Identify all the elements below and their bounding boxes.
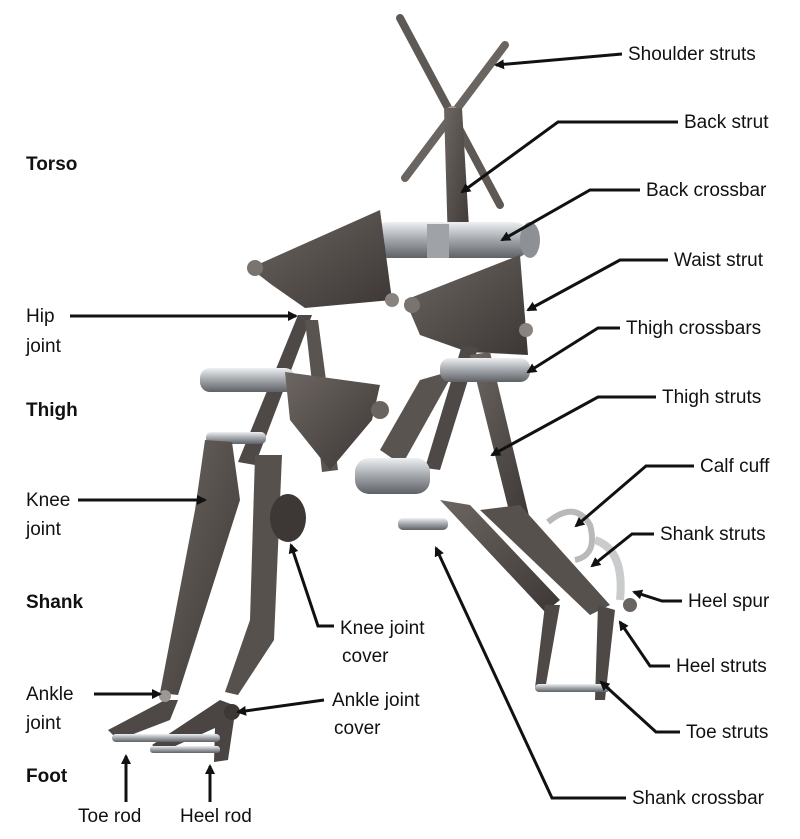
labels: Torso Thigh Shank Foot Shoulder struts B… (25, 44, 770, 827)
label-back-strut: Back strut (684, 112, 769, 133)
label-back-crossbar: Back crossbar (646, 180, 767, 201)
arrow-knee-joint-cover (288, 543, 334, 628)
label-ankle-joint-line1: Ankle (26, 684, 74, 705)
waist-plate-right (405, 255, 528, 355)
label-heel-rod: Heel rod (180, 806, 252, 827)
label-knee-cover-line2: cover (342, 646, 389, 667)
arrow-thigh-crossbars (526, 326, 620, 374)
label-toe-struts: Toe struts (686, 722, 768, 743)
arrow-shoulder-struts (494, 52, 623, 70)
label-shank-crossbar: Shank crossbar (632, 788, 765, 809)
label-heel-spur: Heel spur (688, 591, 770, 612)
waist-plate-left (250, 210, 392, 308)
label-hip-joint-line2: joint (25, 336, 62, 357)
label-knee-cover-line1: Knee joint (340, 618, 425, 639)
label-hip-joint-line1: Hip (26, 306, 55, 327)
arrow-back-strut (460, 120, 678, 194)
section-shank: Shank (26, 592, 83, 613)
arrow-shank-struts (590, 532, 654, 568)
label-knee-joint-line1: Knee (26, 490, 70, 511)
right-leg (355, 345, 637, 700)
label-waist-strut: Waist strut (674, 250, 764, 271)
arrow-calf-cuff (574, 464, 694, 528)
label-shank-struts: Shank struts (660, 524, 766, 545)
arrow-waist-strut (526, 258, 668, 312)
arrow-shank-crossbar (434, 546, 626, 800)
label-thigh-struts: Thigh struts (662, 387, 761, 408)
section-thigh: Thigh (26, 400, 78, 421)
label-ankle-cover-line1: Ankle joint (332, 690, 420, 711)
arrow-ankle-joint-cover (236, 698, 325, 716)
label-ankle-cover-line2: cover (334, 718, 381, 739)
callout-arrows (70, 52, 694, 802)
left-leg (108, 315, 389, 762)
label-heel-struts: Heel struts (676, 656, 767, 677)
arrow-heel-spur (632, 589, 682, 603)
label-thigh-crossbars: Thigh crossbars (626, 318, 761, 339)
label-calf-cuff: Calf cuff (700, 456, 770, 477)
arrow-toe-struts (599, 680, 680, 734)
label-knee-joint-line2: joint (25, 519, 62, 540)
section-torso: Torso (26, 154, 77, 175)
exoskeleton-illustration (108, 14, 637, 762)
back-crossbar-part (361, 221, 540, 259)
label-shoulder-struts: Shoulder struts (628, 44, 756, 65)
arrow-thigh-struts (490, 395, 656, 457)
label-ankle-joint-line2: joint (25, 713, 62, 734)
arrow-heel-struts (618, 620, 670, 668)
arrow-back-crossbar (500, 188, 640, 242)
back-strut-part (444, 108, 470, 245)
label-toe-rod: Toe rod (78, 806, 141, 827)
section-foot: Foot (26, 766, 68, 787)
